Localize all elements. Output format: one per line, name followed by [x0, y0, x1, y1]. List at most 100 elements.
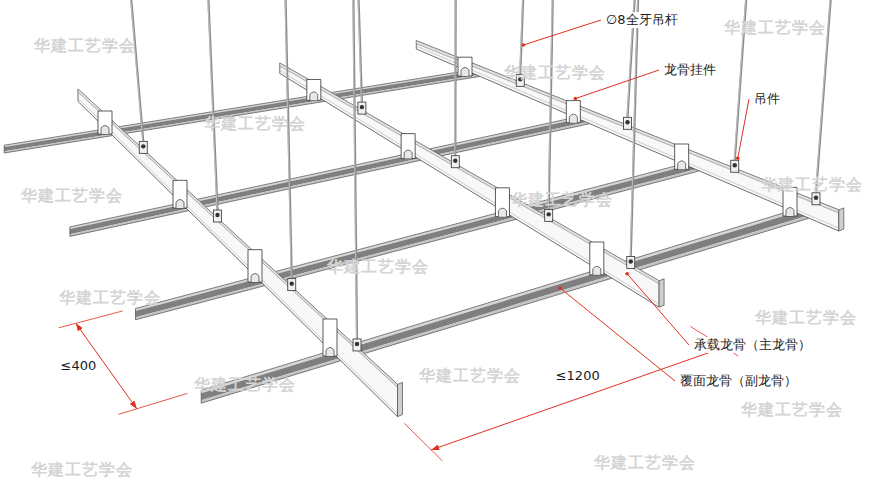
threaded-rod [520, 0, 523, 74]
rod-highlight [520, 0, 523, 74]
hanger-bolt [141, 144, 145, 148]
channel-clip [307, 79, 321, 100]
rod-highlight [208, 0, 217, 210]
channel-flange [280, 63, 659, 284]
channel-clip [173, 180, 187, 208]
hanger-bolt [290, 281, 294, 285]
watermark: 华建工艺学会 [194, 375, 296, 394]
watermark: 华建工艺学会 [755, 308, 857, 327]
rod-highlight [353, 0, 357, 339]
channel-end [839, 208, 844, 231]
leader-line [627, 274, 689, 345]
main-channel [280, 0, 664, 307]
watermark: 华建工艺学会 [419, 366, 521, 385]
channel-web [78, 89, 398, 417]
hanger-bolt [625, 120, 629, 124]
dimension-text: ≤400 [59, 358, 99, 374]
hanger-bolt [814, 196, 818, 200]
hanger-bolt [546, 212, 550, 216]
threaded-rod [359, 0, 362, 102]
clip-notch [251, 274, 259, 283]
clip-notch [101, 126, 109, 135]
hanger-bolt [733, 163, 737, 167]
part-label: 吊件 [752, 91, 782, 107]
part-label: 龙骨挂件 [662, 62, 718, 78]
hanger [627, 257, 635, 269]
watermark: 华建工艺学会 [31, 460, 133, 479]
hanger-bolt [355, 342, 359, 346]
dimensions [59, 311, 739, 461]
grid-art [4, 0, 844, 417]
watermark: 华建工艺学会 [34, 36, 136, 55]
channel-lip [416, 46, 839, 228]
channel-face [136, 169, 699, 320]
dimension-line [431, 347, 724, 450]
hanger [545, 209, 553, 221]
leader-dot [574, 97, 578, 101]
clip-notch [326, 348, 334, 357]
hanger [451, 156, 459, 168]
rod-highlight [358, 0, 361, 102]
leader-dot [625, 272, 629, 276]
channel-lip [280, 70, 659, 304]
part-label: 覆面龙骨（副龙骨） [678, 373, 799, 389]
watermark: 华建工艺学会 [741, 400, 843, 419]
rod-highlight [131, 0, 143, 141]
watermark: 华建工艺学会 [511, 190, 613, 209]
hanger-bolt [360, 105, 364, 109]
part-label: ∅8全牙吊杆 [604, 12, 680, 28]
leader-line [738, 99, 749, 158]
hanger [358, 102, 366, 114]
extension-line [118, 393, 187, 414]
threaded-rod [454, 0, 457, 156]
hanger-bolt [629, 259, 633, 263]
dimension-text: ≤1200 [554, 368, 602, 384]
rod-highlight [454, 0, 455, 156]
clip-notch [678, 161, 686, 170]
leader-dot [558, 286, 562, 290]
clip-notch [786, 208, 794, 217]
leader-line [523, 20, 601, 45]
watermark: 华建工艺学会 [59, 288, 161, 307]
rod-highlight [285, 0, 291, 279]
watermark: 华建工艺学会 [21, 186, 123, 205]
channel-clip [323, 319, 337, 356]
leader-dot [522, 43, 526, 47]
channel-web [416, 41, 839, 231]
clip-notch [461, 68, 469, 77]
clip-notch [569, 114, 577, 123]
channel-clip [590, 242, 604, 275]
hanger [139, 141, 147, 153]
threaded-rod [549, 0, 553, 209]
channel-clip [495, 188, 509, 217]
rod-highlight [630, 0, 637, 257]
channel-clip [401, 134, 415, 159]
channel-lip [78, 98, 398, 413]
watermark: 华建工艺学会 [504, 63, 606, 82]
rod-highlight [548, 0, 552, 209]
clip-notch [498, 208, 506, 217]
watermark: 华建工艺学会 [594, 453, 696, 472]
channel-clip [566, 101, 580, 123]
threaded-rod [631, 0, 638, 257]
hanger [624, 117, 632, 129]
hanger [214, 210, 222, 222]
channel-clip [675, 144, 689, 169]
clip-notch [176, 200, 184, 209]
hanger [731, 160, 739, 172]
main-channel [78, 0, 403, 417]
threaded-rod [208, 0, 217, 210]
threaded-rod [131, 0, 143, 141]
channel-end [659, 279, 664, 307]
hanger-bolt [453, 159, 457, 163]
hanger-bolt [215, 213, 219, 217]
leader-line [560, 288, 675, 381]
watermark: 华建工艺学会 [724, 18, 826, 37]
extension-line [59, 311, 123, 328]
extension-line [404, 423, 442, 461]
threaded-rod [353, 0, 357, 339]
channel-clip [98, 111, 112, 134]
channel-clip [458, 57, 472, 76]
part-label: 承载龙骨（主龙骨） [692, 337, 813, 353]
